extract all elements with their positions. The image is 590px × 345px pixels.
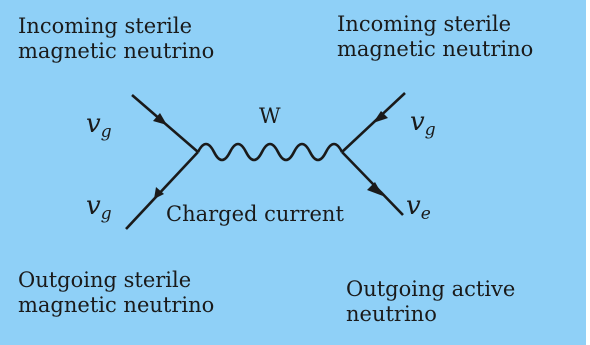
- label-line: Incoming sterile: [18, 14, 193, 38]
- outgoing-left-fermion-line: [125, 151, 199, 230]
- outgoing-left-arrow-icon: [154, 187, 164, 199]
- label-outgoing-right: Outgoing active neutrino: [346, 277, 515, 327]
- particle-subscript: g: [100, 204, 112, 224]
- particle-out-right: ve: [406, 192, 431, 228]
- label-line: magnetic neutrino: [18, 293, 215, 317]
- label-line: Incoming sterile: [337, 12, 512, 36]
- particle-symbol: v: [410, 107, 425, 137]
- w-boson-wavy-line: [196, 142, 344, 162]
- label-line: magnetic neutrino: [337, 37, 534, 61]
- label-line: Outgoing active: [346, 277, 516, 301]
- particle-subscript: g: [100, 122, 112, 142]
- particle-symbol: v: [86, 109, 101, 139]
- incoming-right-arrow-icon: [373, 111, 388, 123]
- particle-symbol: v: [406, 191, 421, 221]
- particle-symbol: v: [86, 191, 101, 221]
- outgoing-right-arrow-icon: [367, 182, 383, 196]
- particle-subscript: e: [420, 204, 431, 224]
- charged-current-label: Charged current: [166, 202, 344, 226]
- w-boson-label: W: [259, 104, 281, 128]
- particle-in-left: vg: [86, 110, 112, 146]
- incoming-left-arrow-icon: [153, 113, 167, 125]
- outgoing-right-fermion-line: [341, 151, 404, 216]
- label-incoming-right: Incoming sterile magnetic neutrino: [337, 12, 533, 62]
- label-incoming-left: Incoming sterile magnetic neutrino: [18, 14, 214, 64]
- particle-out-left: vg: [86, 192, 112, 228]
- label-line: Outgoing sterile: [18, 268, 192, 292]
- label-line: magnetic neutrino: [18, 39, 215, 63]
- particle-in-right: vg: [410, 108, 436, 144]
- label-line: neutrino: [346, 302, 437, 326]
- particle-subscript: g: [424, 120, 436, 140]
- label-outgoing-left: Outgoing sterile magnetic neutrino: [18, 268, 214, 318]
